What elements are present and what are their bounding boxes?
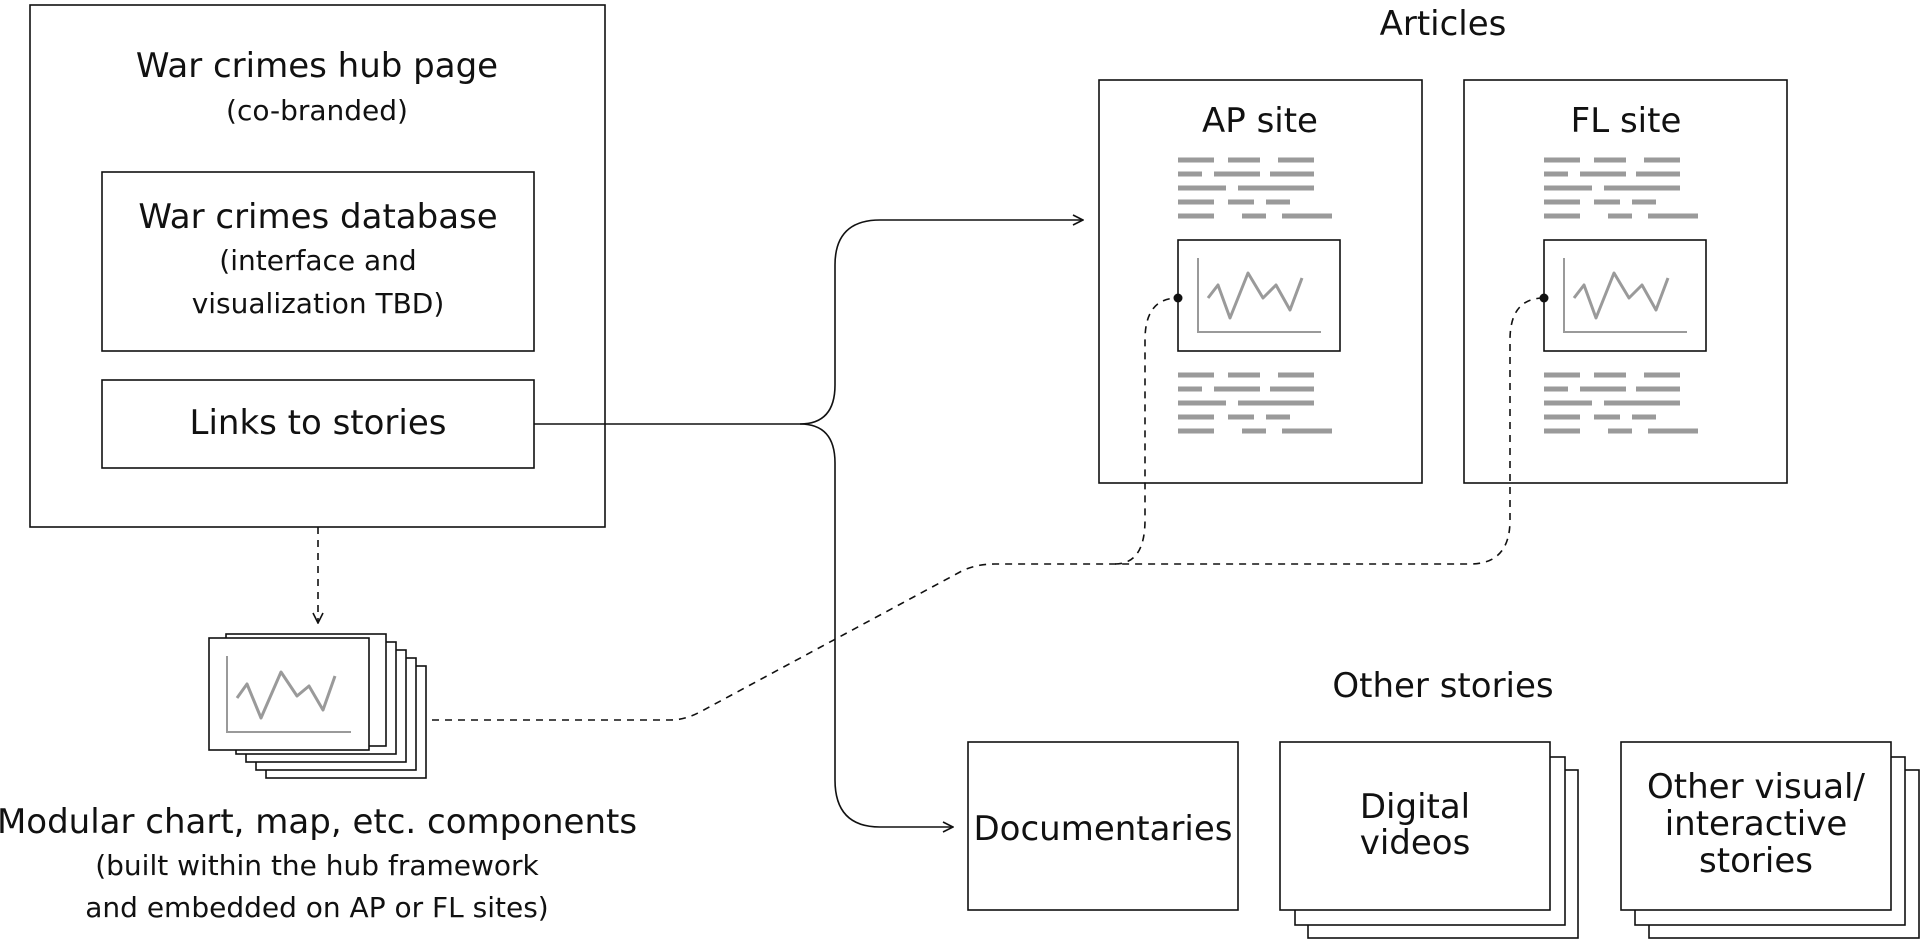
fl-text-placeholder-top (1544, 157, 1698, 219)
components-to-fl-dashed-link (432, 297, 1545, 721)
hub-subtitle: (co-branded) (226, 94, 408, 127)
ap-embedded-chart (1177, 239, 1341, 352)
arrow-to-other-stories (799, 423, 953, 827)
digital-videos-stack (1279, 741, 1579, 939)
other-stories-heading: Other stories (1332, 666, 1553, 706)
ap-text-placeholder-top (1178, 157, 1332, 219)
links-to-stories-label: Links to stories (190, 403, 447, 443)
fl-site-label: FL site (1571, 101, 1682, 141)
other-visual-line2: interactive (1665, 804, 1848, 844)
ap-text-placeholder-bottom (1178, 372, 1332, 434)
components-title: Modular chart, map, etc. components (0, 802, 637, 842)
links-to-stories-box (101, 379, 535, 469)
documentaries-label: Documentaries (973, 809, 1232, 849)
fl-chart-graphic (1563, 258, 1687, 333)
ap-embed-point (1173, 293, 1183, 303)
arrow-to-articles (799, 220, 1083, 425)
fl-embedded-chart (1543, 239, 1707, 352)
ap-site-label: AP site (1202, 101, 1318, 141)
components-line3: and embedded on AP or FL sites) (85, 891, 548, 924)
documentaries-box (967, 741, 1239, 911)
digital-videos-line1: Digital (1360, 787, 1470, 827)
components-stack (208, 633, 427, 779)
digital-videos-line2: videos (1360, 823, 1471, 863)
articles-heading: Articles (1380, 4, 1507, 44)
database-box (101, 171, 535, 352)
ap-chart-graphic (1197, 258, 1321, 333)
fl-embed-point (1539, 293, 1549, 303)
database-line1: (interface and (219, 244, 416, 277)
hub-title: War crimes hub page (136, 46, 498, 86)
other-visual-line1: Other visual/ (1647, 767, 1865, 807)
database-line2: visualization TBD) (192, 287, 445, 320)
other-visual-line3: stories (1699, 841, 1813, 881)
components-to-ap-dashed-link (1114, 297, 1179, 565)
database-title: War crimes database (138, 197, 497, 237)
component-chart-graphic (226, 656, 351, 733)
other-visual-stack (1620, 741, 1920, 939)
fl-text-placeholder-bottom (1544, 372, 1698, 434)
components-line2: (built within the hub framework (95, 849, 539, 882)
